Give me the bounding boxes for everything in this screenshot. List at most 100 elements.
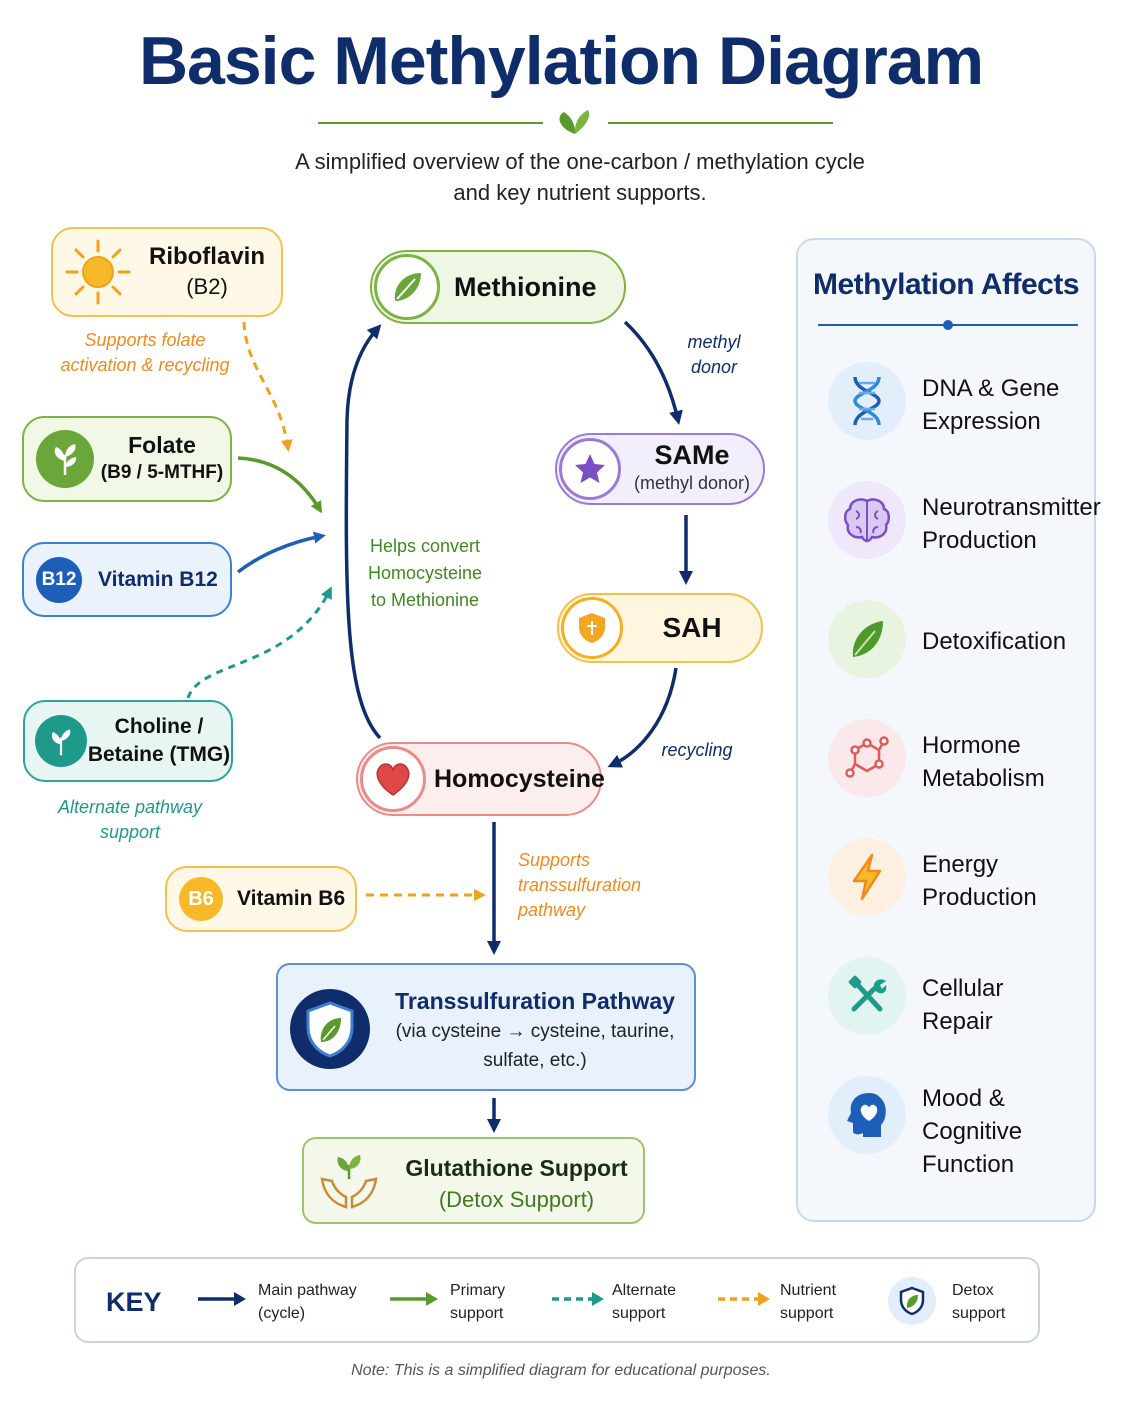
footnote: Note: This is a simplified diagram for e… xyxy=(351,1362,771,1379)
dna-icon xyxy=(828,362,906,440)
detox-shield-icon xyxy=(888,1277,936,1325)
subtitle-line: A simplified overview of the one-carbon … xyxy=(295,149,865,174)
choline-label: Choline / xyxy=(114,715,204,738)
homocysteine-node: Homocysteine xyxy=(356,742,605,816)
page-title: Basic Methylation Diagram xyxy=(138,23,984,99)
key-alternate-label: Alternate support xyxy=(612,1279,676,1325)
helps-convert-note: Helps convert Homocysteine to Methionine xyxy=(360,533,490,614)
key-alternate-arrow xyxy=(552,1292,604,1306)
transsulfuration-node: Transsulfuration Pathway (via cysteine →… xyxy=(276,963,696,1091)
brain-icon xyxy=(828,481,906,559)
note-line: Alternate pathway xyxy=(57,797,203,817)
shield-leaf-icon xyxy=(290,989,370,1069)
key-main-arrow xyxy=(198,1292,246,1306)
head-heart-icon xyxy=(828,1076,906,1154)
note-line: Homocysteine xyxy=(367,563,483,583)
key-line: Alternate xyxy=(612,1282,677,1299)
arrow-b12-support xyxy=(236,531,326,574)
note-line: Helps convert xyxy=(369,536,481,556)
choline-betaine-node: Choline / Betaine (TMG) xyxy=(23,700,233,782)
key-line: Detox xyxy=(952,1282,994,1299)
note-line: Supports xyxy=(518,850,591,870)
sah-label: SAH xyxy=(662,612,722,643)
arrow-methionine-to-same xyxy=(623,320,683,425)
affects-divider xyxy=(818,320,1078,330)
riboflavin-sublabel: (B2) xyxy=(186,274,228,299)
b6-badge-icon: B6 xyxy=(179,877,223,921)
sun-icon xyxy=(65,239,131,305)
folate-node: Folate (B9 / 5-MTHF) xyxy=(22,416,232,502)
key-line: Nutrient xyxy=(780,1282,837,1299)
affect-item-cellular-repair: Cellular Repair xyxy=(922,972,1003,1038)
heart-icon xyxy=(360,746,426,812)
key-line: support xyxy=(780,1305,834,1322)
note-line: activation & recycling xyxy=(60,355,230,375)
glutathione-sub: (Detox Support) xyxy=(438,1187,595,1212)
star-icon xyxy=(559,438,621,500)
affect-item-mood: Mood & Cognitive Function xyxy=(922,1082,1022,1181)
arrow-sah-to-homocysteine xyxy=(607,667,678,768)
key-line: support xyxy=(612,1305,666,1322)
key-nutrient-arrow xyxy=(718,1292,770,1306)
vitamin-b12-node: B12 Vitamin B12 xyxy=(22,542,232,617)
key-line: support xyxy=(952,1305,1006,1322)
affect-item-neurotransmitter: Neurotransmitter Production xyxy=(922,491,1101,557)
affect-line: Neurotransmitter xyxy=(922,494,1101,521)
b6-note: Supports transsulfuration pathway xyxy=(518,848,678,923)
key-line: Primary xyxy=(450,1282,506,1299)
note-line: methyl xyxy=(687,332,741,352)
plant-icon xyxy=(36,430,94,488)
same-label: SAMe xyxy=(654,440,730,470)
key-primary-label: Primary support xyxy=(450,1279,505,1325)
title-divider xyxy=(318,110,833,134)
note-line: donor xyxy=(690,357,738,377)
note-line: pathway xyxy=(518,900,586,920)
arrow-folate-support xyxy=(237,456,323,514)
key-primary-arrow xyxy=(390,1292,438,1306)
b12-badge-icon: B12 xyxy=(36,556,82,603)
leaf-icon xyxy=(374,254,440,320)
plant-icon xyxy=(35,715,87,767)
recycling-note: recycling xyxy=(661,740,733,760)
note-line: transsulfuration xyxy=(518,875,642,895)
transsulfuration-title: Transsulfuration Pathway xyxy=(395,988,675,1014)
sah-node: SAH xyxy=(557,593,763,663)
riboflavin-label: Riboflavin xyxy=(148,243,265,270)
affect-line: Mood & xyxy=(922,1085,1005,1112)
key-line: Main pathway xyxy=(258,1282,357,1299)
affect-line: Cognitive xyxy=(922,1118,1023,1145)
methyl-donor-note: methyl donor xyxy=(672,330,756,380)
transsulfuration-line: (via cysteine → cysteine, taurine, xyxy=(395,1021,675,1042)
glutathione-title: Glutathione Support xyxy=(405,1155,628,1181)
key-title: KEY xyxy=(106,1287,162,1317)
vitamin-b6-label: Vitamin B6 xyxy=(237,887,346,910)
affect-line: Function xyxy=(922,1151,1015,1178)
glutathione-node: Glutathione Support (Detox Support) xyxy=(302,1137,645,1224)
lightning-icon xyxy=(828,838,906,916)
shield-icon xyxy=(561,597,623,659)
leaf-icon xyxy=(559,110,590,134)
affects-title: Methylation Affects xyxy=(812,268,1080,301)
subtitle-line: and key nutrient supports. xyxy=(453,180,707,205)
folate-sublabel: (B9 / 5-MTHF) xyxy=(100,462,224,483)
affect-line: Expression xyxy=(922,408,1041,435)
leaf-icon xyxy=(828,600,906,678)
key-main-label: Main pathway (cycle) xyxy=(258,1279,357,1325)
affect-line: Hormone xyxy=(922,732,1021,759)
betaine-label: Betaine (TMG) xyxy=(87,743,231,766)
vitamin-b12-label: Vitamin B12 xyxy=(98,567,218,591)
hands-plant-icon xyxy=(320,1155,378,1209)
key-legend: KEY Main pathway (cycle) Primary support… xyxy=(74,1257,1040,1343)
arrow-homocysteine-to-methionine xyxy=(344,324,382,740)
key-line: (cycle) xyxy=(258,1305,306,1322)
note-line: to Methionine xyxy=(370,590,480,610)
homocysteine-label: Homocysteine xyxy=(434,764,605,793)
same-node: SAMe (methyl donor) xyxy=(555,433,765,505)
affect-line: DNA & Gene xyxy=(922,375,1060,402)
molecule-icon xyxy=(828,719,906,797)
methylation-affects-panel: Methylation Affects DNA & Gene Expressio… xyxy=(796,238,1101,1222)
affect-line: Repair xyxy=(922,1008,993,1035)
folate-label: Folate xyxy=(128,432,196,458)
affect-line: Production xyxy=(922,527,1037,554)
